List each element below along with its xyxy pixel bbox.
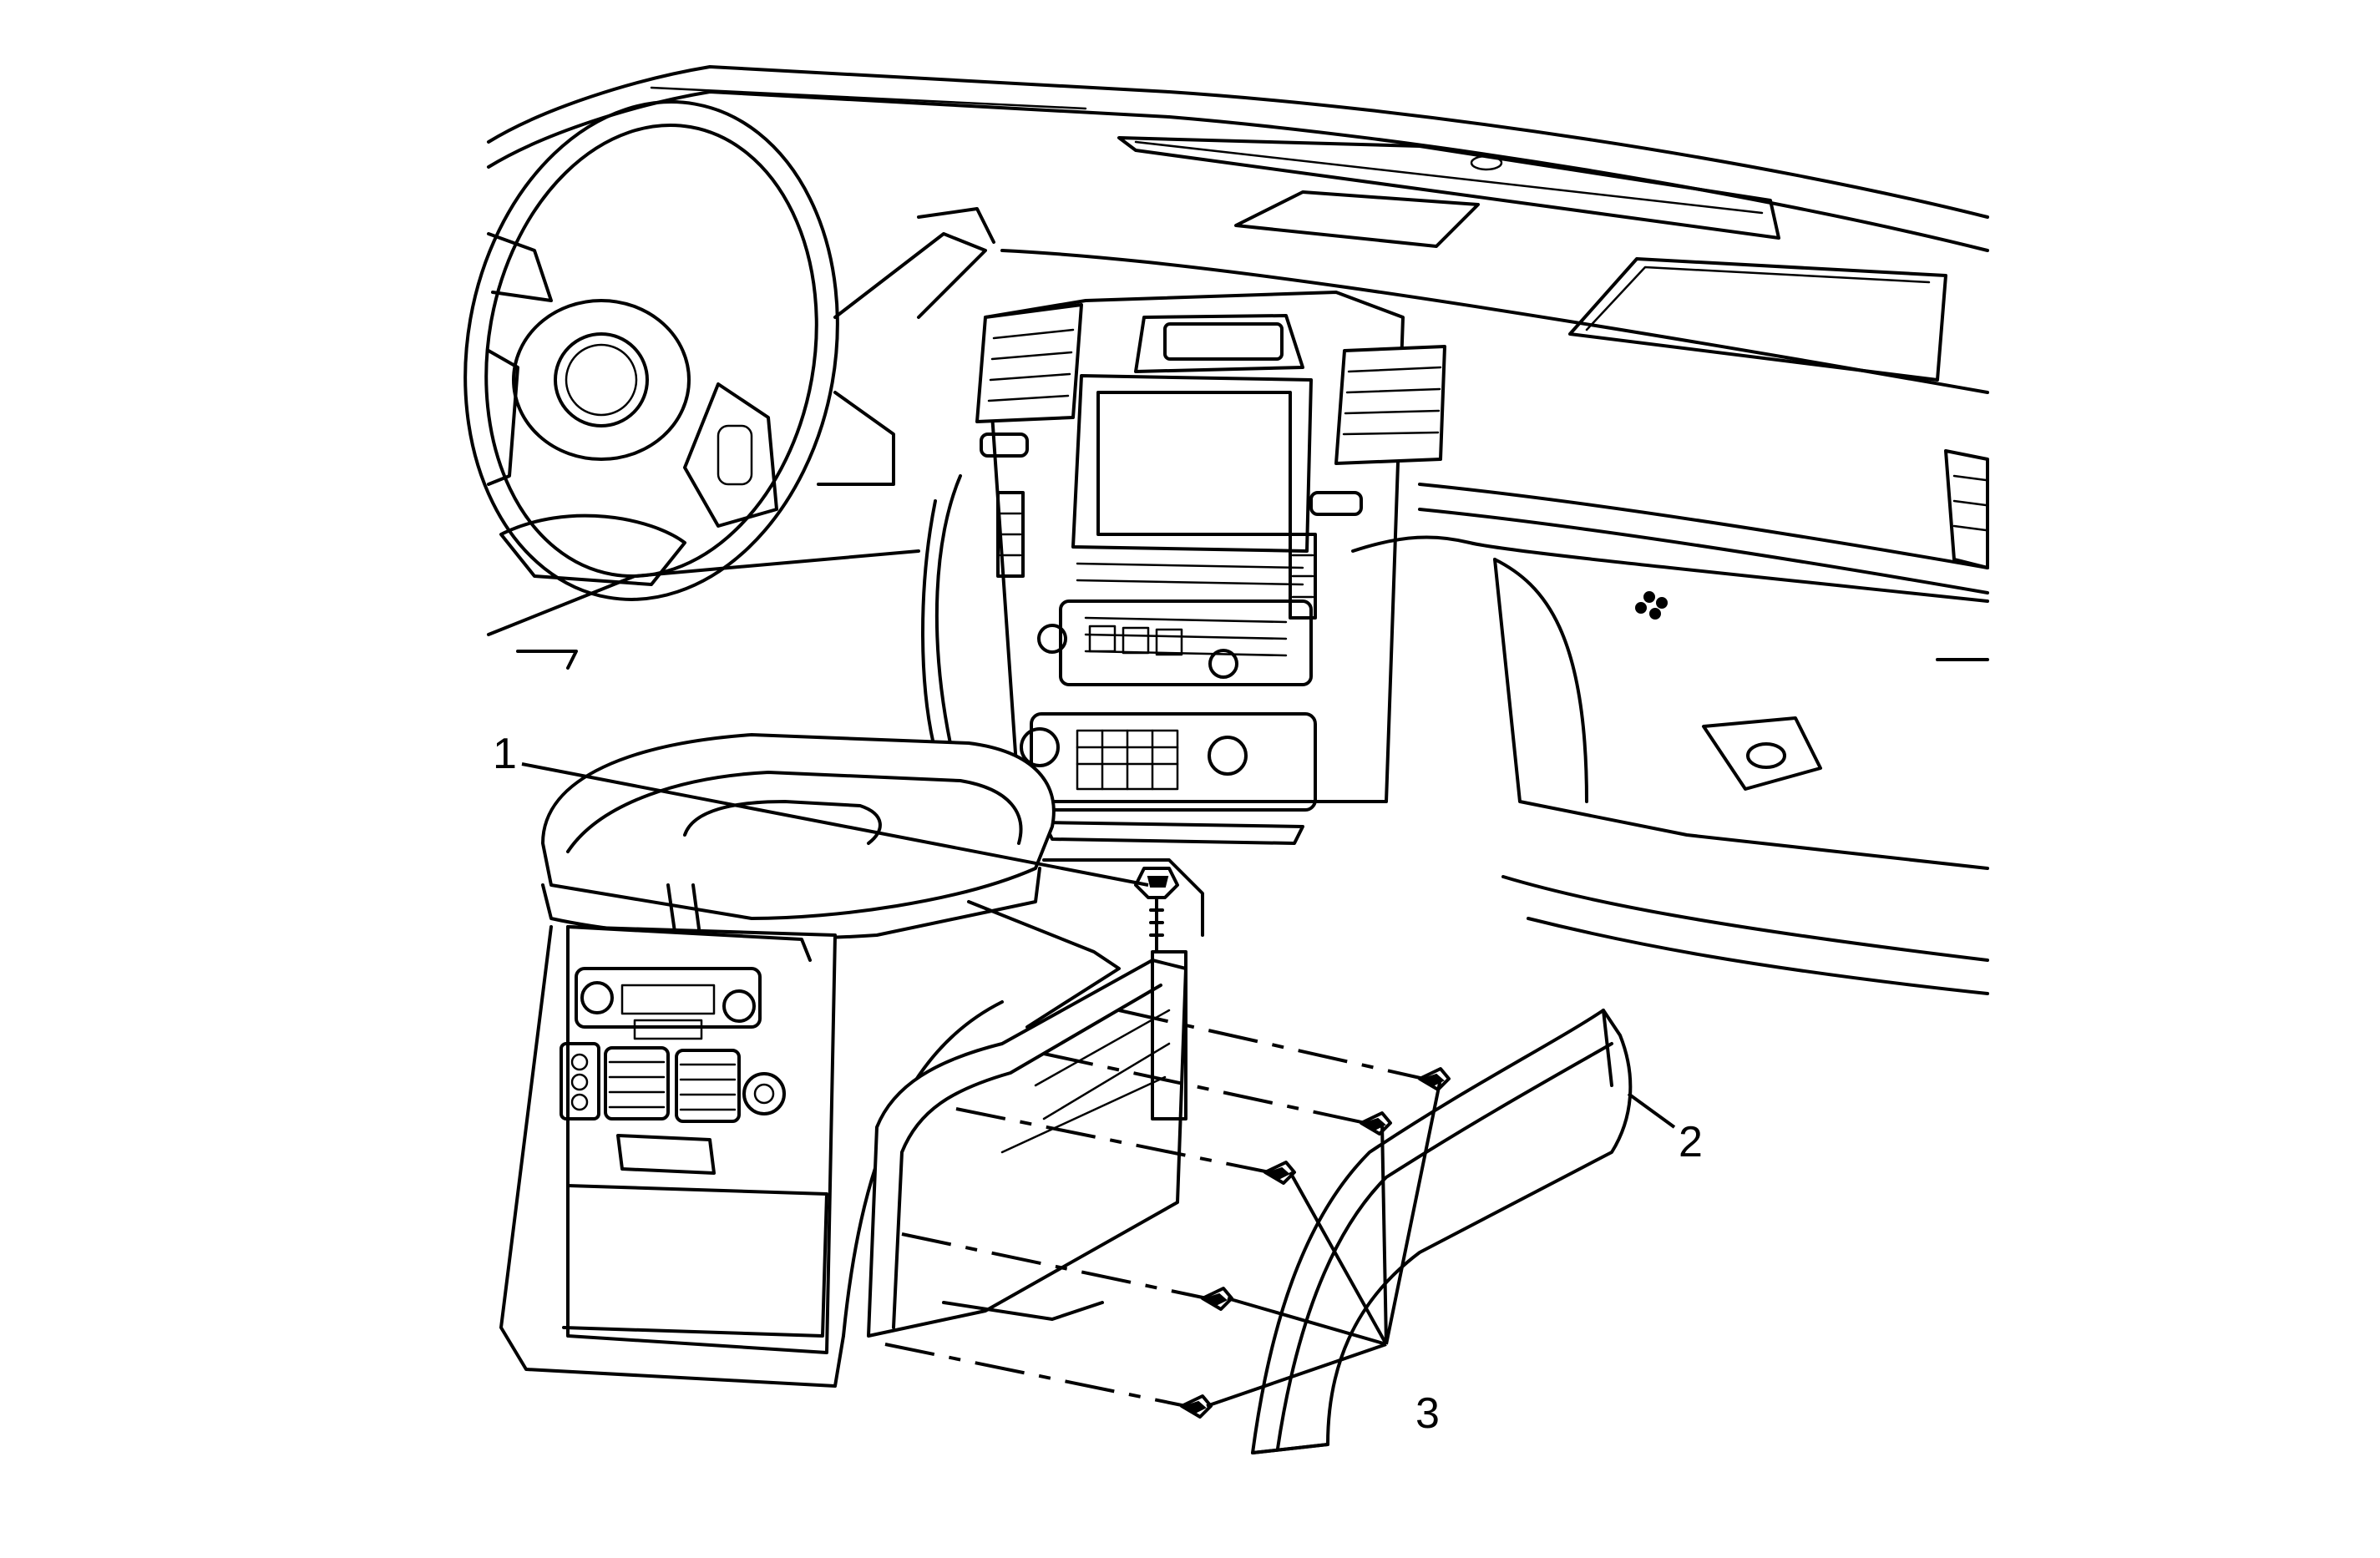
- retainer-clip-2-icon: [1360, 1111, 1392, 1136]
- callout-1: 1: [493, 730, 517, 778]
- console-side-opening: [867, 950, 1187, 1338]
- console-fastener-screw: [1134, 867, 1179, 954]
- left-dash-section: [487, 232, 962, 753]
- passenger-dash-section: [1351, 449, 1989, 995]
- retainer-clip-5-icon: [1180, 1394, 1213, 1419]
- retainer-clip-3-icon: [1263, 1161, 1296, 1185]
- floor-console: [499, 733, 1204, 1388]
- center-stack: [975, 291, 1446, 845]
- callout-3: 3: [1415, 1389, 1440, 1438]
- leader-lines: [521, 762, 1676, 1408]
- retainer-clip-4-icon: [1201, 1287, 1233, 1311]
- callout-2: 2: [1679, 1118, 1703, 1166]
- instrument-panel-top: [487, 65, 1989, 594]
- retainer-clip-1-icon: [1418, 1067, 1451, 1091]
- alignment-lines: [884, 1009, 1425, 1408]
- steering-wheel: [463, 100, 995, 601]
- console-side-trim-panel: [1251, 1009, 1633, 1454]
- badge-emblem-icon: [1635, 591, 1668, 620]
